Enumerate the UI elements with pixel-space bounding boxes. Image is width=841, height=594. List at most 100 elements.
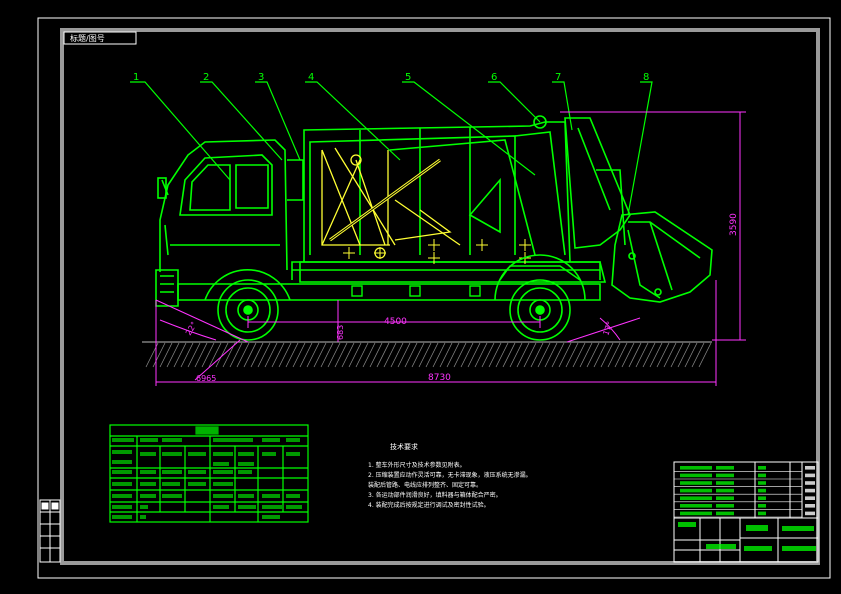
hatch-mark — [166, 342, 180, 368]
title-row-qty — [758, 496, 766, 500]
dim-departure-angle: 17° — [601, 320, 614, 336]
hatch-mark — [698, 342, 712, 368]
corner-tag-text: 标题/图号 — [70, 33, 105, 43]
hatch-mark — [586, 342, 600, 368]
table-cell-mark — [162, 494, 182, 498]
corner-tag: 标题/图号 — [63, 31, 137, 45]
hatch-mark — [530, 342, 544, 368]
title-row-qty — [758, 504, 766, 508]
dim-ground-clearance: 683 — [336, 325, 345, 340]
table-cell-mark — [213, 462, 229, 466]
hatch-mark — [677, 342, 691, 368]
table-cell-mark — [286, 452, 300, 456]
hatch-mark — [516, 342, 530, 368]
title-row-name — [680, 466, 712, 470]
dimension-lines — [155, 111, 746, 386]
tech-line-2: 2. 压缩装置应动作灵活可靠，无卡滞现象，液压系统无渗漏。 — [368, 471, 532, 479]
table-cell-mark — [162, 482, 180, 486]
hatch-mark — [670, 342, 684, 368]
hatch-mark — [278, 342, 292, 368]
hatch-mark — [663, 342, 677, 368]
hatch-mark — [376, 342, 390, 368]
hatch-mark — [572, 342, 586, 368]
table-cell-mark — [213, 452, 233, 456]
table-cell-mark — [112, 438, 134, 442]
title-row-note — [805, 504, 815, 508]
title-row-note — [805, 473, 815, 478]
hatch-mark — [299, 342, 313, 368]
hatch-mark — [474, 342, 488, 368]
hatch-mark — [579, 342, 593, 368]
hatch-mark — [621, 342, 635, 368]
hatch-mark — [271, 342, 285, 368]
title-row-qty — [758, 481, 766, 485]
table-cell-mark — [188, 482, 206, 486]
parameter-table-cells — [112, 438, 302, 519]
callout-labels: 1 2 3 4 5 6 7 8 — [133, 72, 649, 83]
hatch-mark — [558, 342, 572, 368]
table-cell-mark — [140, 494, 156, 498]
hatch-mark — [306, 342, 320, 368]
title-row-name — [680, 504, 712, 508]
center-mark — [343, 247, 355, 259]
hatch-mark — [250, 342, 264, 368]
hatch-mark — [362, 342, 376, 368]
title-row-qty — [758, 488, 766, 493]
center-marks — [343, 239, 531, 264]
table-cell-mark — [112, 505, 132, 509]
hatch-mark — [201, 342, 215, 368]
dim-height: 3590 — [729, 213, 739, 236]
hatch-mark — [453, 342, 467, 368]
hatch-mark — [208, 342, 222, 368]
center-mark — [476, 239, 488, 251]
hatch-mark — [355, 342, 369, 368]
title-row-code — [716, 504, 734, 508]
callout-2: 2 — [203, 72, 209, 83]
table-cell-mark — [140, 515, 146, 519]
title-block-fills — [678, 522, 816, 551]
table-cell-mark — [262, 494, 280, 498]
hatch-mark — [215, 342, 229, 368]
table-cell-mark — [238, 494, 254, 498]
table-cell-mark — [188, 452, 206, 456]
hatch-mark — [607, 342, 621, 368]
hatch-mark — [285, 342, 299, 368]
table-cell-mark — [112, 515, 132, 519]
table-cell-mark — [112, 482, 132, 486]
title-block-rows — [674, 466, 815, 518]
title-row-qty — [758, 511, 766, 516]
hatch-mark — [488, 342, 502, 368]
hatch-mark — [684, 342, 698, 368]
hatch-mark — [229, 342, 243, 368]
title-row-qty — [758, 466, 766, 470]
tech-line-4: 3. 各运动部件润滑良好，填料器与箱体配合严密。 — [368, 491, 502, 499]
table-cell-mark — [140, 482, 156, 486]
hatch-mark — [159, 342, 173, 368]
hatch-mark — [439, 342, 453, 368]
title-row-note — [805, 488, 815, 493]
hatch-mark — [222, 342, 236, 368]
table-cell-mark — [286, 505, 302, 509]
title-row-note — [805, 466, 815, 470]
hatch-mark — [383, 342, 397, 368]
hatch-mark — [341, 342, 355, 368]
hatch-mark — [418, 342, 432, 368]
parameter-table — [109, 424, 309, 523]
hatch-mark — [194, 342, 208, 368]
table-cell-mark — [213, 482, 233, 486]
hatch-mark — [348, 342, 362, 368]
table-cell-mark — [112, 450, 132, 454]
table-cell-mark — [162, 438, 182, 442]
title-row-note — [805, 481, 815, 485]
hatch-mark — [614, 342, 628, 368]
compactor-mechanism — [321, 147, 461, 259]
table-cell-mark — [286, 494, 300, 498]
table-cell-mark — [140, 505, 148, 509]
hatch-mark — [628, 342, 642, 368]
hatch-mark — [635, 342, 649, 368]
hatch-mark — [467, 342, 481, 368]
title-row-note — [805, 496, 815, 500]
table-cell-mark — [262, 438, 280, 442]
hatch-mark — [446, 342, 460, 368]
